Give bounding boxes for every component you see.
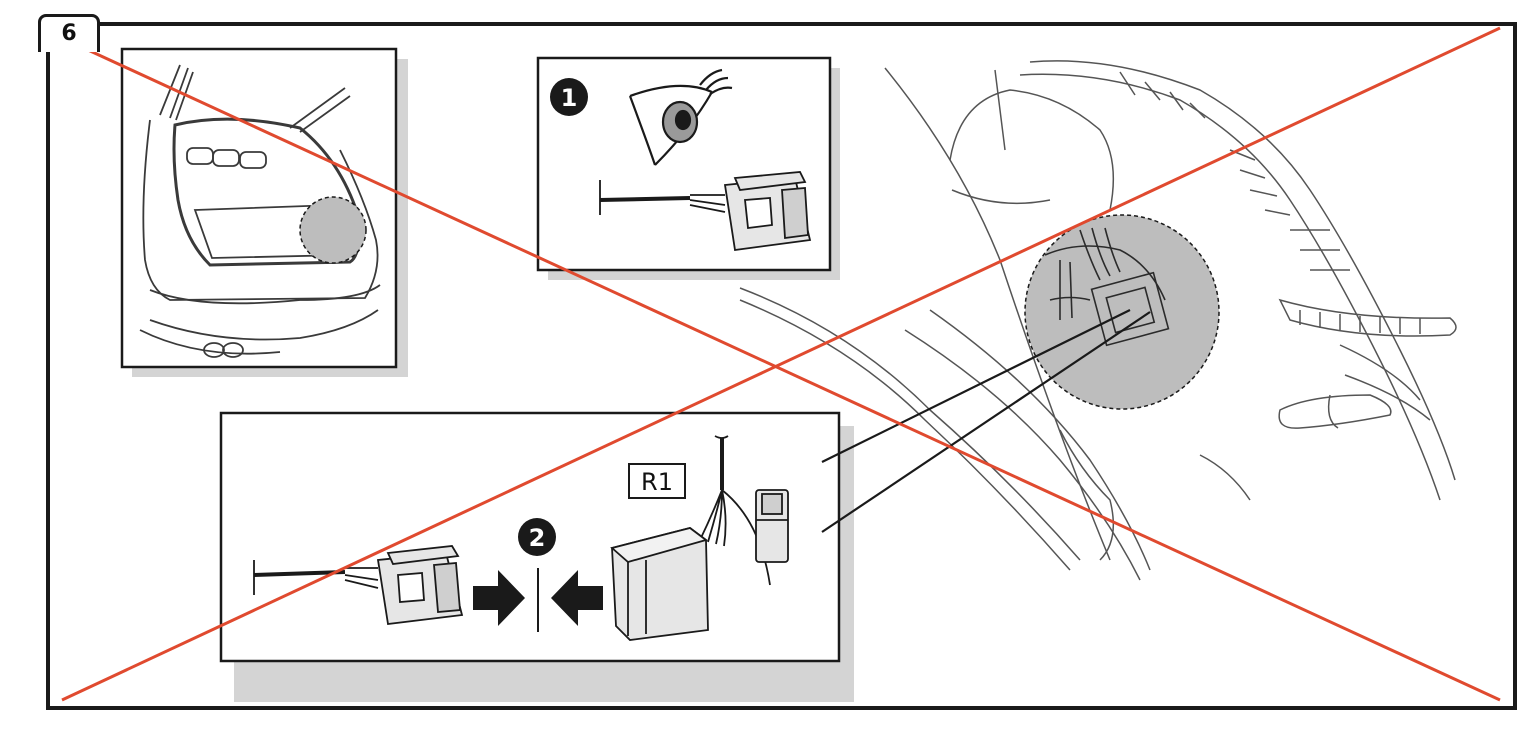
step-number: 6 [61,21,77,46]
location-highlight [299,196,367,264]
callout-lines [821,309,1151,533]
connector-female [610,435,789,641]
step-1-number: 1 [561,84,578,112]
connect-inset: 2 R1 [219,411,854,702]
car-rear-inset [120,47,408,377]
connector-male [253,545,464,625]
harness-location-drawing [739,60,1457,581]
connector-male [599,171,812,252]
step-2-badge [518,518,556,556]
car-rear-drawing [139,64,381,358]
eye-icon [628,68,733,166]
cross-out-mark [61,26,1501,702]
step-number-tab: 6 [38,14,100,52]
step-1-badge [550,78,588,116]
arrows-icon [473,570,603,626]
connector-label-box [628,463,686,499]
inspect-inset: 1 [536,56,840,280]
vehicle-connector [1044,227,1170,347]
connector-label: R1 [641,468,673,496]
step-2-number: 2 [529,524,546,552]
connector-location-highlight [1024,214,1220,410]
